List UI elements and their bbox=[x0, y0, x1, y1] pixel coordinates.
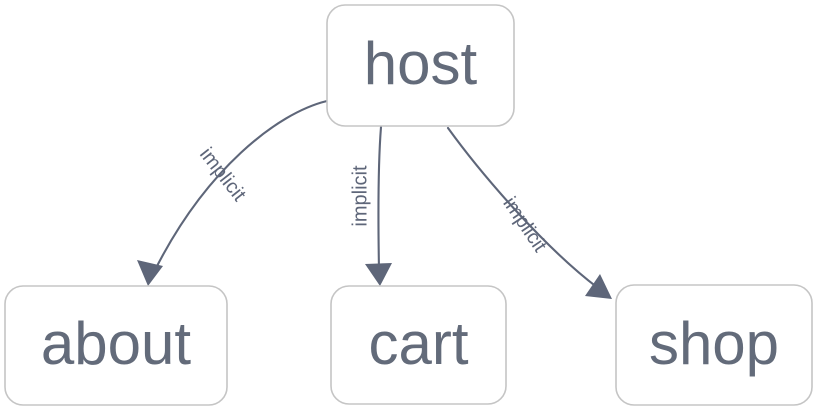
node-host[interactable]: host bbox=[326, 4, 515, 127]
edge-host-about[interactable]: implicit bbox=[137, 99, 329, 286]
edge-host-shop-label: implicit bbox=[498, 193, 551, 256]
node-cart-label: cart bbox=[368, 310, 468, 377]
edge-host-shop[interactable]: implicit bbox=[446, 126, 612, 299]
node-about-label: about bbox=[41, 310, 191, 377]
node-about-shape bbox=[4, 285, 228, 406]
edge-host-shop-path bbox=[446, 126, 600, 290]
edge-host-cart-label: implicit bbox=[349, 165, 371, 227]
node-host-shape bbox=[326, 4, 515, 127]
nodes-layer: host about cart shop bbox=[4, 4, 813, 406]
edge-host-about-arrowhead-icon bbox=[137, 260, 163, 286]
edge-host-shop-arrowhead-icon bbox=[585, 274, 612, 299]
node-host-label: host bbox=[364, 30, 478, 97]
node-cart[interactable]: cart bbox=[330, 285, 507, 405]
node-shop[interactable]: shop bbox=[615, 284, 813, 406]
edge-host-cart-path bbox=[377, 125, 383, 272]
edge-host-cart[interactable]: implicit bbox=[349, 125, 392, 286]
edge-host-about-path bbox=[152, 99, 329, 274]
edges-layer: implicit implicit implicit bbox=[137, 99, 612, 299]
edge-host-cart-arrowhead-icon bbox=[365, 263, 392, 286]
node-about[interactable]: about bbox=[4, 285, 228, 406]
node-cart-shape bbox=[330, 285, 507, 405]
node-shop-shape bbox=[615, 284, 813, 406]
node-shop-label: shop bbox=[649, 310, 779, 377]
